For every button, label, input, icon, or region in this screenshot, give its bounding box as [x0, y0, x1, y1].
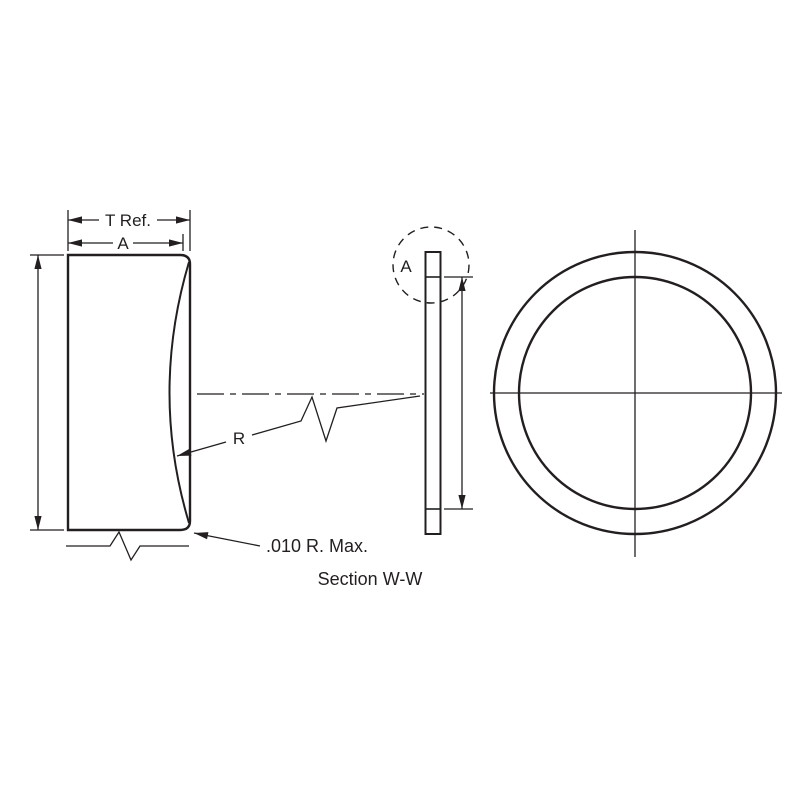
- label-mask: [99, 211, 157, 228]
- dimension-t-ref-label: T Ref.: [105, 211, 151, 230]
- ring-inner-circle: [517, 275, 753, 511]
- break-line-bottom: [66, 530, 189, 562]
- corner-radius-note: .010 R. Max.: [266, 536, 368, 556]
- radius-label: R: [233, 429, 245, 448]
- dimension-a-label: A: [117, 234, 129, 253]
- label-mask: [113, 235, 133, 250]
- ring-edge-view: [424, 251, 442, 535]
- ring-outer-circle: [492, 250, 778, 536]
- section-outline: [66, 253, 192, 532]
- radius-leader-arrow: [176, 441, 227, 457]
- detail-label: A: [400, 257, 412, 276]
- concave-surface-arc: [168, 261, 190, 524]
- radius-leader-break: [251, 395, 421, 444]
- section-title: Section W-W: [318, 569, 423, 589]
- detail-circle: [392, 226, 470, 304]
- corner-radius-leader: [193, 532, 261, 547]
